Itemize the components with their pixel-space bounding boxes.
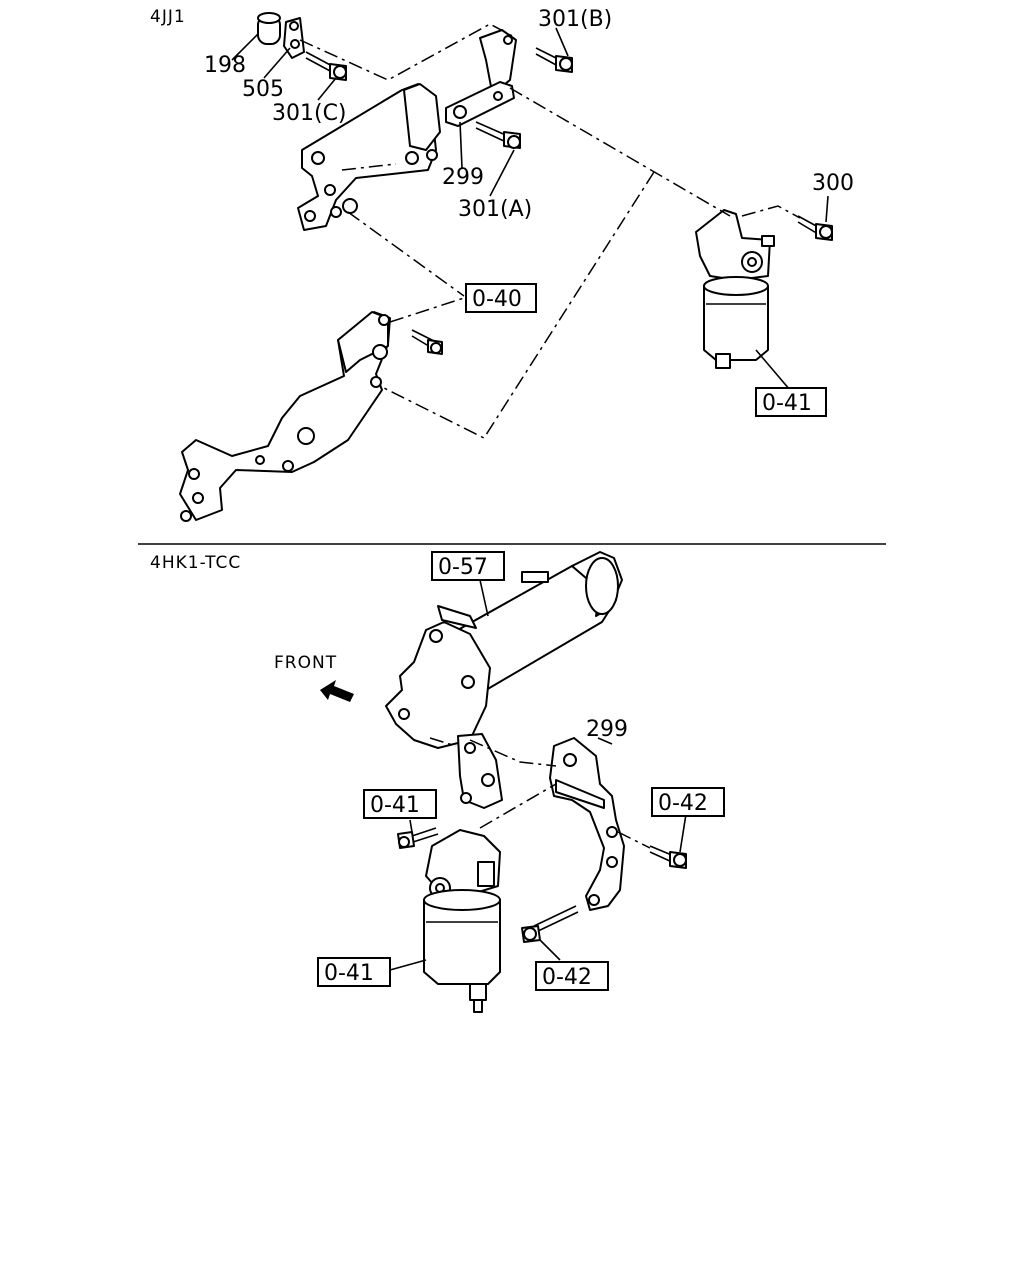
bolt-042-right: [649, 845, 687, 869]
fuel-filter-lower: [423, 829, 501, 1013]
svg-text:0-41: 0-41: [324, 961, 374, 986]
callout-box-041-bottom: 0-41: [317, 957, 391, 987]
cooler-bracket: [457, 733, 503, 809]
bolt-300: [797, 215, 833, 241]
bushing-198: [257, 12, 281, 45]
callout-299-top: 299: [442, 165, 484, 190]
svg-text:0-42: 0-42: [542, 965, 592, 990]
engine-label-4jj1: 4JJ1: [150, 7, 186, 27]
callout-box-057: 0-57: [431, 551, 505, 581]
callout-299-bottom: 299: [586, 717, 628, 742]
bolt-040: [411, 329, 443, 355]
bolt-301c: [305, 51, 347, 81]
bolt-041-left: [397, 827, 439, 849]
egr-cooler: [385, 551, 623, 749]
callout-box-041-left: 0-41: [363, 789, 437, 819]
callout-300: 300: [812, 171, 854, 196]
svg-text:0-41: 0-41: [370, 793, 420, 818]
fuel-filter-upper: [695, 209, 775, 369]
bolt-301a: [475, 121, 521, 149]
bracket-299: [549, 737, 625, 911]
callout-box-042-bottom: 0-42: [535, 961, 609, 991]
svg-text:0-42: 0-42: [658, 791, 708, 816]
leader-lines-top: [231, 23, 829, 439]
bolt-042-bottom: [521, 905, 579, 943]
callout-301c: 301(C): [272, 101, 347, 126]
svg-text:0-57: 0-57: [438, 555, 488, 580]
callout-box-041-top: 0-41: [755, 387, 827, 417]
callout-box-040: 0-40: [465, 283, 537, 313]
arm-bracket: [445, 29, 517, 127]
leader-lines-bottom: [389, 579, 687, 971]
callout-301b: 301(B): [538, 7, 612, 32]
svg-text:0-40: 0-40: [472, 287, 522, 312]
bolt-301b: [535, 47, 573, 73]
callout-box-042-right: 0-42: [651, 787, 725, 817]
front-label: FRONT: [274, 653, 337, 673]
lower-bracket-4jj1: [179, 311, 391, 522]
engine-label-4hk1-tcc: 4HK1-TCC: [150, 553, 241, 573]
callout-505: 505: [242, 77, 284, 102]
callout-301a: 301(A): [458, 197, 532, 222]
callout-198: 198: [204, 53, 246, 78]
svg-text:0-41: 0-41: [762, 391, 812, 416]
upper-bracket: [297, 83, 441, 231]
front-arrow-icon: [320, 680, 354, 702]
